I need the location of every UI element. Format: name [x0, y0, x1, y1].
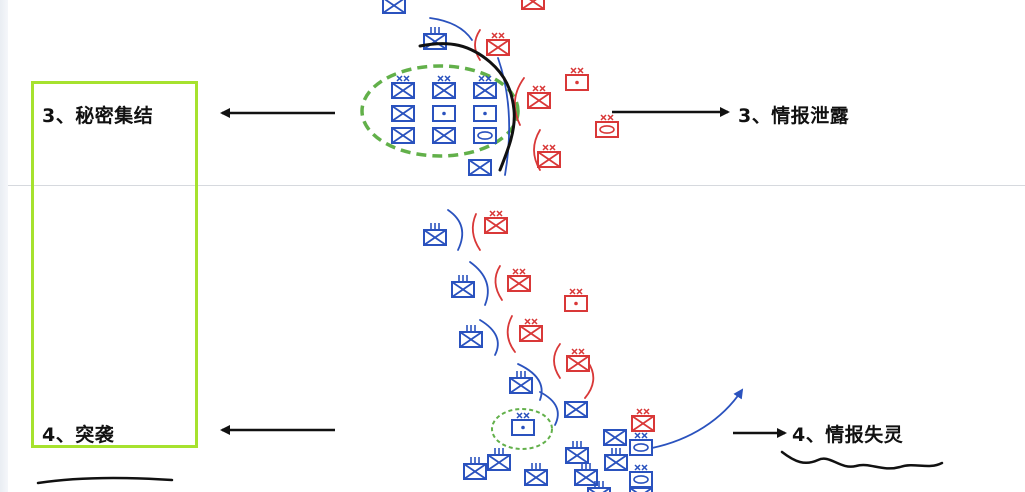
left-edge-strip [0, 0, 8, 492]
label-intel-failure: 4、情报失灵 [792, 424, 904, 446]
red-unit [527, 85, 551, 109]
blue-unit [432, 105, 456, 122]
blue-unit [468, 159, 492, 176]
blue-unit [509, 371, 533, 394]
blue-unit [463, 457, 487, 480]
handdrawn-strokes-layer [36, 42, 944, 485]
blue-unit [382, 0, 406, 14]
blue-front-arc [517, 363, 543, 401]
red-unit [486, 32, 510, 56]
red-front-arc [471, 213, 481, 251]
handdrawn-wavy-underline [780, 450, 944, 470]
handdrawn-front-stroke [418, 42, 516, 172]
blue-front-arc [447, 209, 464, 251]
assembly-dashed-ellipse [360, 64, 520, 158]
red-unit [566, 348, 590, 372]
blue-unit [473, 75, 497, 99]
red-unit [595, 114, 619, 138]
blue-front-arc [469, 261, 489, 306]
red-front-arc [553, 343, 561, 379]
blue-front-arc [539, 391, 559, 426]
dashed-ellipses-layer [360, 64, 553, 450]
label-surprise-attack: 4、突袭 [42, 424, 115, 446]
units-layer [382, 0, 655, 492]
front-arcs-layer [429, 17, 595, 426]
blue-unit [391, 75, 415, 99]
red-front-arc [494, 265, 503, 301]
red-unit [507, 268, 531, 292]
label-intel-leak: 3、情报泄露 [738, 105, 850, 127]
section-divider [8, 185, 1025, 186]
blue-unit [629, 464, 653, 488]
blue-unit [391, 127, 415, 144]
red-unit [484, 210, 508, 234]
arrows-layer [220, 107, 787, 449]
blue-front-arc [479, 319, 499, 356]
blue-unit [473, 127, 497, 144]
blue-maneuver-arrow [651, 388, 744, 449]
red-unit [564, 288, 588, 312]
red-unit [565, 67, 589, 91]
red-unit [631, 408, 655, 432]
blue-unit [451, 275, 475, 298]
blue-unit [473, 105, 497, 122]
label-secret-assembly: 3、秘密集结 [42, 105, 154, 127]
blue-front-arc [429, 17, 473, 41]
blue-unit [432, 127, 456, 144]
blue-unit [524, 463, 548, 486]
blue-unit [603, 429, 627, 446]
small-dashed-ellipse [491, 408, 553, 450]
blue-unit [511, 412, 535, 436]
blue-unit [565, 441, 589, 464]
blue-unit [629, 432, 653, 456]
red-unit [521, 0, 545, 10]
blue-unit [487, 448, 511, 471]
blue-unit [574, 463, 598, 486]
handdrawn-underline [36, 476, 174, 485]
blue-unit [391, 105, 415, 122]
red-front-arc [514, 77, 525, 126]
blue-unit [564, 401, 588, 418]
blue-unit [629, 487, 653, 492]
blue-unit [459, 325, 483, 348]
blue-unit [423, 223, 447, 246]
blue-front-arc [497, 57, 511, 176]
red-unit [537, 144, 561, 168]
red-unit [519, 318, 543, 342]
blue-unit [432, 75, 456, 99]
red-front-arc [474, 29, 481, 61]
highlight-box [31, 81, 198, 448]
red-front-arc [506, 315, 516, 353]
blue-unit [587, 481, 611, 492]
blue-unit [604, 448, 628, 471]
